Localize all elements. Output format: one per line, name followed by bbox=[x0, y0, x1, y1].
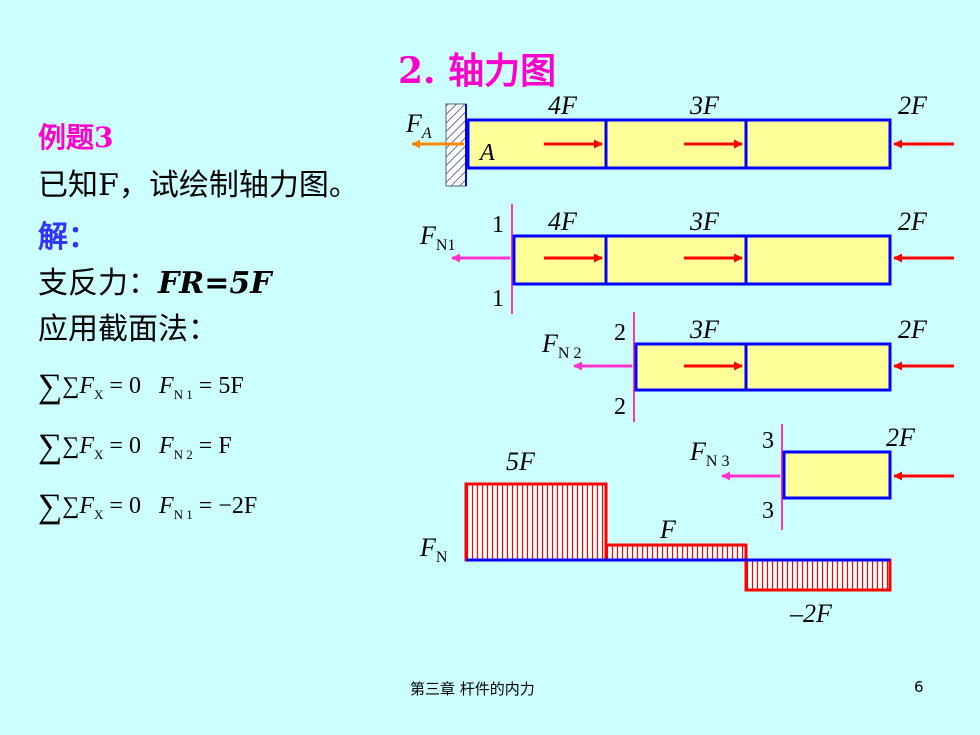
section-num-1-top: 1 bbox=[492, 212, 504, 238]
eq1-sum: ∑F bbox=[62, 373, 95, 399]
sum-symbol: ∑ bbox=[38, 428, 63, 465]
section-3-bar: 2F FN 3 3 3 bbox=[689, 423, 954, 530]
force-label-3f: 3F bbox=[689, 91, 720, 120]
section-num-3-top: 3 bbox=[762, 428, 774, 454]
segment-neg2f bbox=[744, 558, 892, 592]
section-num-1-bottom: 1 bbox=[492, 286, 504, 312]
force-label-2f: 2F bbox=[898, 91, 928, 120]
svg-text:2F: 2F bbox=[898, 315, 928, 344]
segment-f bbox=[604, 543, 748, 562]
svg-text:2F: 2F bbox=[898, 207, 928, 236]
value-label-f: F bbox=[659, 515, 677, 544]
value-label-neg2f: –2F bbox=[789, 599, 833, 628]
svg-text:3F: 3F bbox=[689, 207, 720, 236]
equation-3: ∑∑FX = 0 FN 1 = −2F bbox=[38, 488, 258, 525]
reaction-prefix: 支反力： bbox=[38, 266, 158, 301]
footer-chapter: 第三章 杆件的内力 bbox=[410, 680, 535, 698]
method-text: 应用截面法： bbox=[38, 312, 218, 347]
fn-axis-label: FN bbox=[419, 533, 448, 566]
equation-2: ∑∑FX = 0 FN 2 = F bbox=[38, 428, 232, 465]
reaction-formula: FR=5F bbox=[158, 266, 272, 301]
segment-5f bbox=[464, 482, 608, 562]
slide-title: 2. 轴力图 bbox=[398, 50, 557, 92]
sum-symbol: ∑ bbox=[38, 368, 63, 405]
example-label: 例题3 bbox=[38, 121, 114, 154]
equation-1: ∑∑FX = 0 FN 1 = 5F bbox=[38, 368, 244, 405]
point-a-label: A bbox=[478, 140, 495, 166]
sum-symbol: ∑ bbox=[38, 488, 63, 525]
section-num-2-bottom: 2 bbox=[614, 394, 626, 420]
bar-body bbox=[466, 118, 892, 170]
reaction-line: 支反力：FR=5F bbox=[38, 258, 272, 302]
solution-label: 解： bbox=[38, 220, 98, 255]
svg-text:3F: 3F bbox=[689, 315, 720, 344]
fn2-label: FN 2 bbox=[541, 329, 581, 362]
svg-text:4F: 4F bbox=[548, 207, 578, 236]
section-num-3-bottom: 3 bbox=[762, 498, 774, 524]
full-bar: 4F 3F 2F FA A bbox=[405, 91, 954, 187]
page-number: 6 bbox=[914, 678, 924, 696]
axial-force-plot: 5F F –2F FN bbox=[419, 447, 892, 628]
given-text: 已知F，试绘制轴力图。 bbox=[38, 168, 359, 203]
reaction-label: FA bbox=[405, 109, 432, 142]
force-label-4f: 4F bbox=[548, 91, 578, 120]
section-1-bar: 4F 3F 2F FN1 1 1 bbox=[419, 204, 954, 314]
section-num-2-top: 2 bbox=[614, 320, 626, 346]
value-label-5f: 5F bbox=[506, 447, 536, 476]
fn3-label: FN 3 bbox=[689, 437, 729, 470]
section-2-bar: 3F 2F FN 2 2 2 bbox=[541, 312, 954, 422]
svg-text:2F: 2F bbox=[886, 423, 916, 452]
fn1-label: FN1 bbox=[419, 221, 455, 254]
